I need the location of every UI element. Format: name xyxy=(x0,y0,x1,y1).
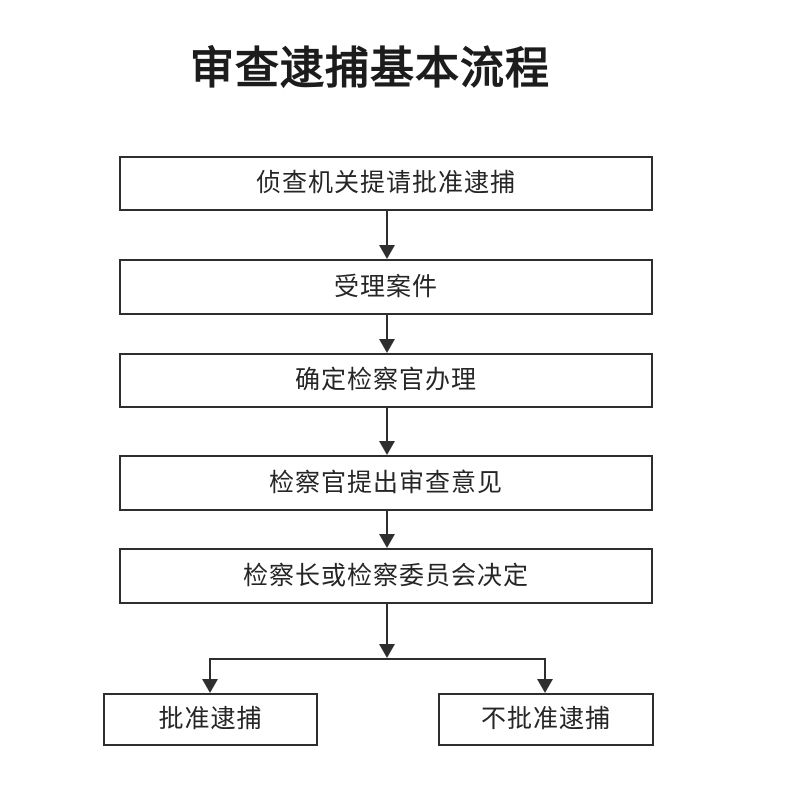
flow-step-committee-decision: 检察长或检察委员会决定 xyxy=(119,548,653,604)
arrow-step4-step5 xyxy=(379,511,395,548)
arrow-step5-branch xyxy=(379,604,395,658)
arrow-branch-reject xyxy=(537,658,553,693)
flow-outcome-reject-arrest: 不批准逮捕 xyxy=(438,693,654,746)
flow-step-assign-prosecutor: 确定检察官办理 xyxy=(119,353,653,408)
flow-step-request-approval: 侦查机关提请批准逮捕 xyxy=(119,156,653,211)
arrow-step2-step3 xyxy=(379,315,395,353)
arrow-step3-step4 xyxy=(379,408,395,455)
arrow-step1-step2 xyxy=(379,211,395,259)
flow-step-accept-case: 受理案件 xyxy=(119,259,653,315)
arrow-branch-approve xyxy=(202,658,218,693)
flow-outcome-approve-arrest: 批准逮捕 xyxy=(103,693,318,746)
page-title: 审查逮捕基本流程 xyxy=(190,44,550,93)
flow-step-review-opinion: 检察官提出审查意见 xyxy=(119,455,653,511)
